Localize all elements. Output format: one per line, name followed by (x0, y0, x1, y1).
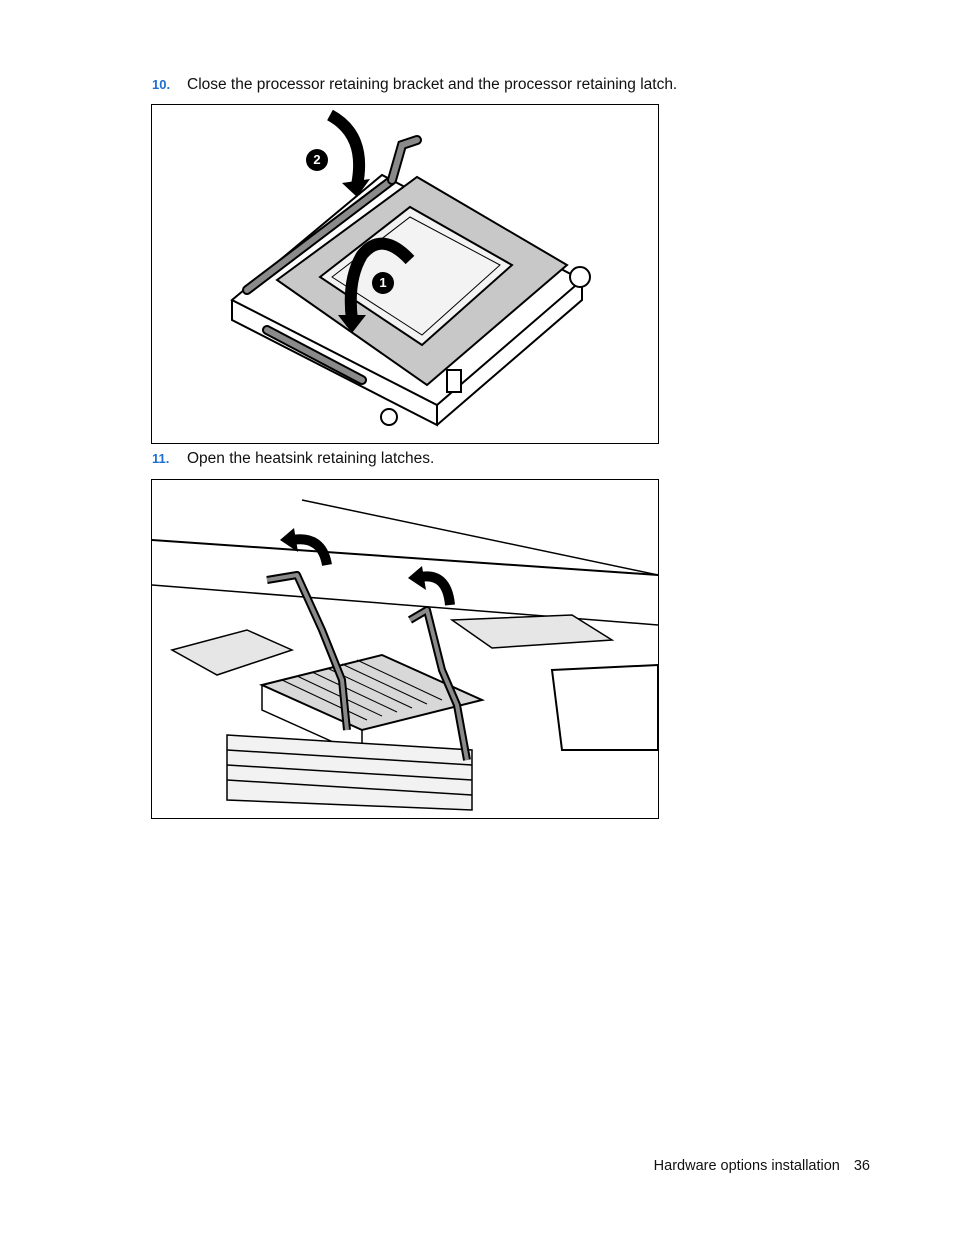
step-11: 11. Open the heatsink retaining latches. (152, 449, 434, 469)
figure-heatsink-latches (151, 479, 659, 819)
step-number: 10. (152, 77, 171, 92)
step-number: 11. (152, 451, 170, 466)
callout-2: 2 (306, 149, 328, 171)
step-10: 10. Close the processor retaining bracket… (152, 75, 677, 95)
heatsink-latches-illustration (152, 499, 658, 811)
step-text: Close the processor retaining bracket an… (187, 76, 678, 93)
processor-socket-illustration (230, 109, 591, 427)
footer-section-title: Hardware options installation (653, 1158, 840, 1174)
figure-close-bracket: 2 1 (151, 104, 659, 444)
page-footer: Hardware options installation 36 (654, 1158, 870, 1174)
callout-1: 1 (372, 272, 394, 294)
page-number: 36 (853, 1158, 870, 1174)
step-text: Open the heatsink retaining latches. (187, 450, 435, 467)
